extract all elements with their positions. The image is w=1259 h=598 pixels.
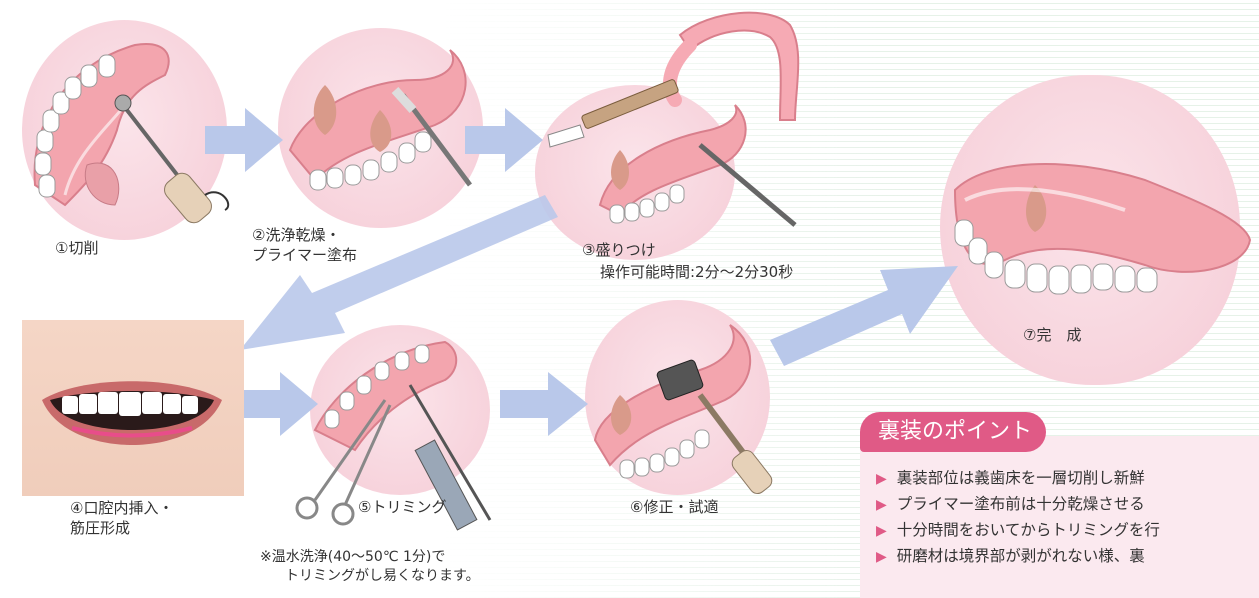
point-item: ▶ 裏装部位は義歯床を一層切削し新鮮 <box>876 466 1145 488</box>
step2-label-line1: ②洗浄乾燥・ <box>252 225 340 245</box>
step1-denture-cutting-illustration <box>25 35 245 235</box>
step4-label-line1: ④口腔内挿入・ <box>70 498 173 518</box>
point-text: 十分時間をおいてからトリミングを行 <box>897 521 1160 539</box>
point-text: 裏装部位は義歯床を一層切削し新鮮 <box>897 469 1145 487</box>
step2-label-line2: プライマー塗布 <box>252 245 357 265</box>
step1-label: ①切削 <box>55 238 98 258</box>
step4-label-line2: 筋圧形成 <box>70 518 130 538</box>
points-panel <box>860 436 1259 598</box>
step6-adjustment-illustration <box>590 300 820 500</box>
points-title: 裏装のポイント <box>860 412 1046 452</box>
point-item: ▶ プライマー塗布前は十分乾燥させる <box>876 492 1145 514</box>
point-text: プライマー塗布前は十分乾燥させる <box>897 495 1145 513</box>
triangle-bullet-icon: ▶ <box>876 549 887 565</box>
step3-sublabel: 操作可能時間:2分〜2分30秒 <box>600 262 793 282</box>
step7-completed-denture-illustration <box>945 140 1259 310</box>
triangle-bullet-icon: ▶ <box>876 497 887 513</box>
step3-label: ③盛りつけ <box>582 240 656 260</box>
step6-label: ⑥修正・試適 <box>630 497 718 517</box>
point-item: ▶ 十分時間をおいてからトリミングを行 <box>876 518 1160 540</box>
triangle-bullet-icon: ▶ <box>876 523 887 539</box>
point-item: ▶ 研磨材は境界部が剥がれない様、裏 <box>876 544 1145 566</box>
note-line2: トリミングがし易くなります。 <box>285 567 480 586</box>
step3-material-application-illustration <box>540 5 810 235</box>
step2-primer-application-illustration <box>285 40 485 200</box>
point-text: 研磨材は境界部が剥がれない様、裏 <box>897 547 1145 565</box>
note-line1: ※温水洗浄(40〜50℃ 1分)で <box>260 548 445 567</box>
triangle-bullet-icon: ▶ <box>876 471 887 487</box>
step4-mouth-photo <box>22 320 244 496</box>
mouth-icon <box>22 320 244 496</box>
step7-label: ⑦完 成 <box>1023 325 1081 345</box>
step5-label: ⑤トリミング <box>358 497 446 517</box>
